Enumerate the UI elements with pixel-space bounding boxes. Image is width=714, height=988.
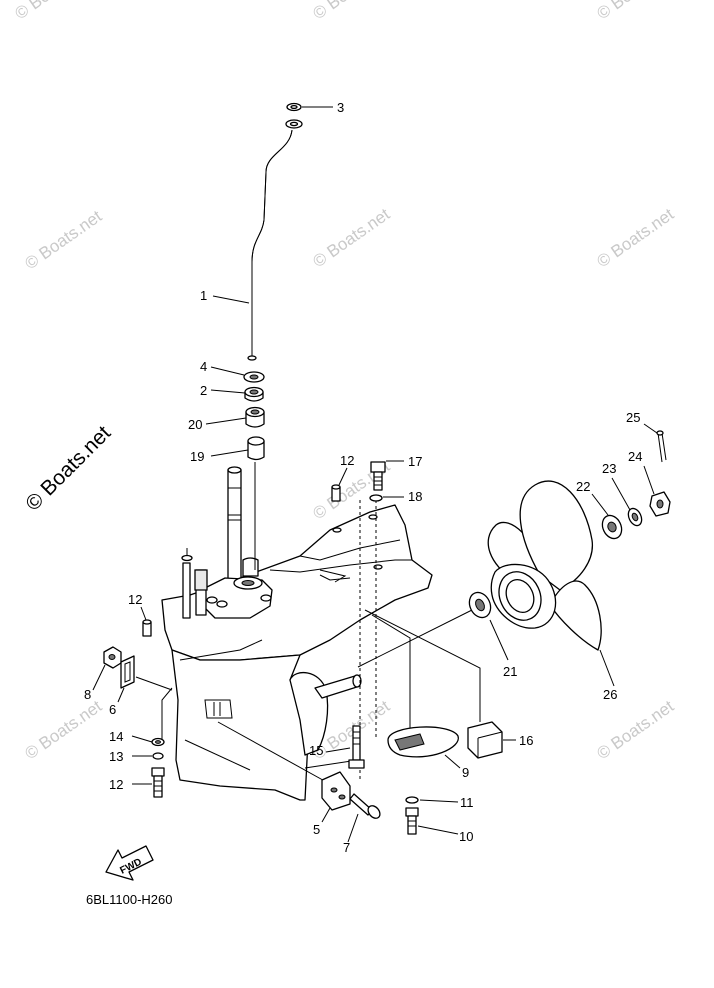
spring-washer-part-14 bbox=[152, 752, 164, 760]
lower-casing bbox=[161, 466, 433, 801]
trim-tab-part-9 bbox=[387, 726, 459, 758]
watermark: © Boats.net bbox=[21, 696, 105, 763]
callout-3: 3 bbox=[337, 100, 344, 115]
callout-5: 5 bbox=[313, 822, 320, 837]
callout-7: 7 bbox=[343, 840, 350, 855]
callout-19: 18 bbox=[408, 489, 422, 504]
watermark: © Boats.net bbox=[11, 0, 95, 23]
callout-8: 8 bbox=[84, 687, 91, 702]
spacer-part-23 bbox=[601, 514, 623, 540]
callout-21: 20 bbox=[188, 417, 202, 432]
grommet-part-3 bbox=[285, 102, 303, 129]
bolt-part-10 bbox=[405, 807, 419, 835]
propeller-part-27 bbox=[487, 480, 602, 651]
callout-27: 26 bbox=[603, 687, 617, 702]
callout-leaders bbox=[92, 106, 658, 843]
rubber-seal-part-21 bbox=[245, 406, 265, 428]
prop-nut-part-25 bbox=[649, 491, 671, 517]
callout-10: 10 bbox=[459, 829, 473, 844]
callout-22: 21 bbox=[503, 664, 517, 679]
watermark: © Boats.net bbox=[593, 0, 677, 23]
callout-1: 1 bbox=[200, 288, 207, 303]
callout-16: 15 bbox=[309, 743, 323, 758]
callout-25: 24 bbox=[628, 449, 642, 464]
fwd-arrow-icon: FWD bbox=[105, 845, 154, 881]
dowel-pin-part-12b bbox=[142, 619, 152, 637]
diagram-code: 6BL1100-H260 bbox=[86, 892, 173, 907]
callout-17: 16 bbox=[519, 733, 533, 748]
callout-26: 25 bbox=[626, 410, 640, 425]
callout-20: 19 bbox=[190, 449, 204, 464]
water-tube-part-1 bbox=[247, 129, 293, 361]
callout-15: 14 bbox=[109, 729, 123, 744]
callout-2: 2 bbox=[200, 383, 207, 398]
watermark: © Boats.net bbox=[21, 206, 105, 273]
nut-part-8 bbox=[103, 646, 122, 669]
callout-12-top: 12 bbox=[340, 453, 354, 468]
callout-9: 9 bbox=[462, 765, 469, 780]
cotter-pin-part-26 bbox=[656, 430, 667, 463]
thrust-washer-part-22 bbox=[468, 591, 492, 619]
callout-6: 6 bbox=[109, 702, 116, 717]
callout-12-left: 12 bbox=[128, 592, 142, 607]
seal-part-4 bbox=[243, 371, 265, 383]
watermark-main: © Boats.net bbox=[21, 421, 115, 515]
watermark: © Boats.net bbox=[593, 204, 677, 271]
washer-part-15 bbox=[151, 737, 165, 747]
callout-24: 23 bbox=[602, 461, 616, 476]
screw-part-7 bbox=[349, 793, 381, 819]
anode-plate-part-5 bbox=[321, 771, 351, 811]
callout-11: 11 bbox=[460, 795, 474, 810]
bolt-part-13 bbox=[151, 767, 165, 798]
dowel-pin-part-12a bbox=[331, 484, 341, 502]
washer-part-19 bbox=[369, 494, 383, 502]
collar-part-20 bbox=[247, 436, 265, 461]
dashed-guides bbox=[359, 500, 377, 780]
washer-part-24 bbox=[627, 507, 643, 527]
grommet-part-2 bbox=[244, 386, 264, 402]
washer-part-11 bbox=[405, 796, 419, 804]
watermark: © Boats.net bbox=[309, 0, 393, 23]
callout-23: 22 bbox=[576, 479, 590, 494]
callout-13: 12 bbox=[109, 777, 123, 792]
assembly-leaders bbox=[135, 462, 481, 785]
callout-4: 4 bbox=[200, 359, 207, 374]
bolt-part-16 bbox=[348, 725, 365, 769]
callout-labels: 3 1 4 2 20 19 12 17 18 25 23 24 22 12 8 … bbox=[84, 100, 642, 855]
callout-18: 17 bbox=[408, 454, 422, 469]
bolt-part-18 bbox=[370, 461, 386, 491]
anode-part-17 bbox=[467, 721, 503, 759]
watermark: © Boats.net bbox=[593, 696, 677, 763]
watermark: © Boats.net bbox=[309, 204, 393, 271]
callout-14: 13 bbox=[109, 749, 123, 764]
plate-part-6 bbox=[120, 655, 135, 689]
